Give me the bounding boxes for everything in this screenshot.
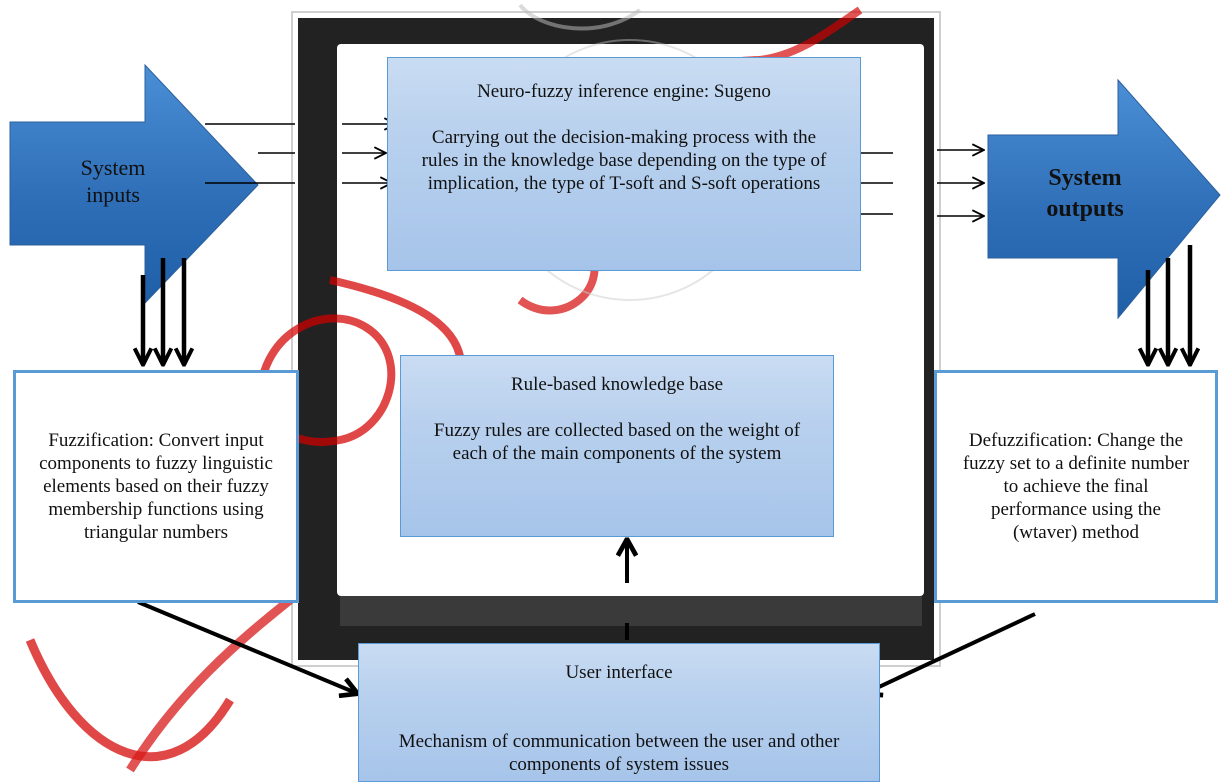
user-interface-title: User interface (565, 662, 673, 683)
defuzzification-box: Defuzzification: Change the fuzzy set to… (934, 370, 1218, 603)
defuzzification-text: Defuzzification: Change the fuzzy set to… (962, 430, 1190, 543)
inference-engine-title: Neuro-fuzzy inference engine: Sugeno (477, 81, 771, 102)
defuzz-to-ui-arrow (866, 612, 1036, 693)
system-outputs-label: System outputs (1046, 165, 1124, 222)
knowledge-base-title: Rule-based knowledge base (510, 374, 724, 395)
user-interface-body: Mechanism of communication between the u… (398, 731, 840, 775)
knowledge-base-box: Rule-based knowledge base Fuzzy rules ar… (400, 355, 834, 537)
inference-engine-box: Neuro-fuzzy inference engine: Sugeno Car… (387, 57, 861, 271)
to-fuzzification-arrows (143, 258, 184, 365)
system-outputs-arrow (987, 78, 1221, 320)
fuzz-to-ui-arrow (137, 600, 356, 693)
fuzzification-text: Fuzzification: Convert input components … (39, 430, 273, 543)
inference-engine-body: Carrying out the decision-making process… (421, 127, 827, 194)
knowledge-base-body: Fuzzy rules are collected based on the w… (433, 420, 801, 464)
user-interface-box: User interface Mechanism of communicatio… (358, 643, 880, 782)
system-inputs-arrow (9, 63, 259, 305)
output-lines (861, 150, 984, 216)
fuzzification-box: Fuzzification: Convert input components … (13, 370, 299, 603)
to-defuzzification-arrows (1148, 245, 1190, 365)
system-inputs-label: System inputs (80, 155, 146, 207)
